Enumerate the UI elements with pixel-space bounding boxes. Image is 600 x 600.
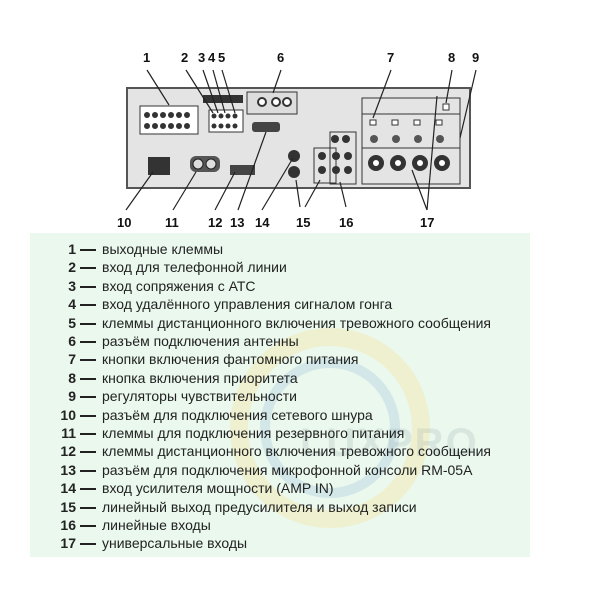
legend-text: клеммы дистанционного включения тревожно… <box>102 443 492 460</box>
phone-terminals <box>208 109 244 133</box>
callout-numbers: 1 2 3 4 5 6 7 8 9 10 11 12 13 14 15 16 1… <box>117 50 479 230</box>
rear-panel-diagram: 1 2 3 4 5 6 7 8 9 10 11 12 13 14 15 16 1… <box>117 50 479 230</box>
legend-number: 7 <box>68 351 76 368</box>
legend-text: клеммы для подключения резервного питани… <box>102 425 405 441</box>
callout-1: 1 <box>143 50 150 65</box>
legend-dash <box>80 396 96 399</box>
legend-number: 4 <box>68 296 76 313</box>
legend-text: вход усилителя мощности (AMP IN) <box>102 480 334 497</box>
callout-2: 2 <box>181 50 188 65</box>
legend-dash <box>80 506 96 509</box>
legend-box: LUXPRO 1 выходные клеммы 2 вход для телефон… <box>30 233 530 557</box>
callout-8: 8 <box>448 50 455 65</box>
callout-4: 4 <box>208 50 216 65</box>
legend-number: 14 <box>60 480 76 497</box>
legend-number: 3 <box>68 277 76 294</box>
output-terminals <box>139 105 199 135</box>
legend-dash <box>80 249 96 251</box>
callout-11: 11 <box>165 215 179 230</box>
callout-15: 15 <box>296 215 310 230</box>
callout-5: 5 <box>218 50 225 65</box>
legend-dash <box>80 341 96 343</box>
legend-number: 6 <box>68 333 76 349</box>
callout-6: 6 <box>277 50 284 65</box>
legend-number: 13 <box>60 461 76 478</box>
legend-text: линейный выход предусилителя и выход зап… <box>102 498 417 515</box>
watermark-ring-inner <box>260 358 400 498</box>
legend-dash <box>80 414 96 417</box>
callout-7: 7 <box>387 50 394 65</box>
legend-dash <box>80 304 96 307</box>
legend-dash <box>80 285 96 288</box>
legend-dash <box>80 377 96 380</box>
legend-number: 15 <box>60 498 76 515</box>
legend-text: вход сопряжения с АТС <box>102 277 256 294</box>
watermark-text: LUXPRO <box>300 421 479 465</box>
legend-dash <box>80 359 96 362</box>
legend-dash <box>80 488 96 491</box>
legend-text: выходные клеммы <box>102 241 224 257</box>
legend-dash <box>80 469 96 472</box>
rear-panel <box>126 87 471 189</box>
legend-number: 10 <box>60 406 76 423</box>
legend-text: кнопки включения фантомного питания <box>102 351 359 368</box>
legend-number: 17 <box>60 535 76 552</box>
legend-text: регуляторы чувствительности <box>102 388 297 405</box>
legend-number: 9 <box>68 388 76 405</box>
legend-text: разъём для подключения сетевого шнура <box>102 406 373 423</box>
callout-3: 3 <box>198 50 205 65</box>
legend-number: 8 <box>68 369 76 386</box>
callout-14: 14 <box>255 215 270 230</box>
legend-dash <box>80 267 96 270</box>
legend-number: 16 <box>60 517 76 533</box>
callout-12: 12 <box>208 215 222 230</box>
callout-17: 17 <box>420 215 434 230</box>
legend-number: 12 <box>60 443 76 460</box>
legend-dash <box>80 525 96 527</box>
legend-text: универсальные входы <box>102 535 248 552</box>
legend-dash <box>80 322 96 325</box>
legend-text: клеммы дистанционного включения тревожно… <box>102 314 492 331</box>
legend-number: 2 <box>68 259 76 276</box>
callout-9: 9 <box>472 50 479 65</box>
power-socket <box>148 157 170 175</box>
callout-10: 10 <box>117 215 131 230</box>
leader-lines <box>125 69 477 211</box>
legend-dash <box>80 543 96 546</box>
legend-number: 5 <box>68 314 76 331</box>
legend-text: кнопка включения приоритета <box>102 369 298 386</box>
callout-13: 13 <box>230 215 244 230</box>
legend-text: разъём для подключения микрофонной консо… <box>102 461 473 478</box>
legend-text: вход удалённого управления сигналом гонг… <box>102 296 393 313</box>
callout-16: 16 <box>339 215 353 230</box>
legend-number: 1 <box>68 241 76 257</box>
legend-number: 11 <box>61 425 76 441</box>
legend-dash <box>80 433 96 435</box>
legend-text: разъём подключения антенны <box>102 333 299 349</box>
legend-text: линейные входы <box>102 517 211 533</box>
legend-dash <box>80 451 96 454</box>
legend-text: вход для телефонной линии <box>102 259 287 276</box>
